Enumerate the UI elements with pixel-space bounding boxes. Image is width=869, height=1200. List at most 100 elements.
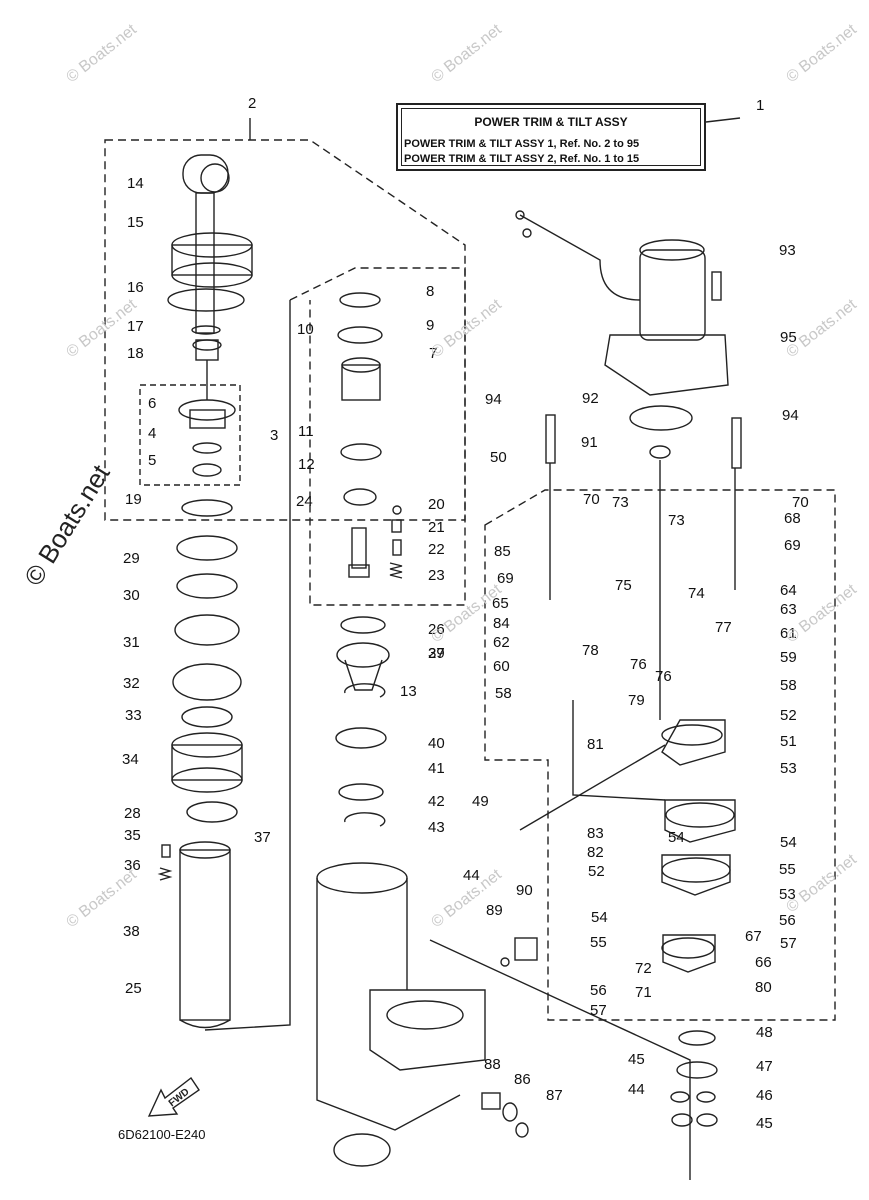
callout-37: 37 bbox=[254, 829, 271, 846]
callout-54: 54 bbox=[668, 829, 685, 846]
callout-81: 81 bbox=[587, 736, 604, 753]
callout-53: 53 bbox=[780, 760, 797, 777]
assembly-line-1: POWER TRIM & TILT ASSY 1, Ref. No. 2 to … bbox=[404, 138, 640, 150]
callout-41: 41 bbox=[428, 760, 445, 777]
callout-92: 92 bbox=[582, 390, 599, 407]
callout-82: 82 bbox=[587, 844, 604, 861]
group-2-boundary bbox=[104, 139, 466, 521]
callout-12: 12 bbox=[298, 456, 315, 473]
assembly-line-2: POWER TRIM & TILT ASSY 2, Ref. No. 1 to … bbox=[404, 153, 640, 165]
assembly-title: POWER TRIM & TILT ASSY bbox=[474, 115, 628, 129]
callout-17: 17 bbox=[127, 318, 144, 335]
callout-32: 32 bbox=[123, 675, 140, 692]
callout-2: 2 bbox=[248, 95, 256, 112]
assembly-title-box: POWER TRIM & TILT ASSY POWER TRIM & TILT… bbox=[396, 103, 706, 171]
callout-4: 4 bbox=[148, 425, 156, 442]
callout-25: 25 bbox=[125, 980, 142, 997]
callout-36: 36 bbox=[124, 857, 141, 874]
assembly-title-inner-frame bbox=[401, 108, 701, 166]
callout-89: 89 bbox=[486, 902, 503, 919]
callout-94: 94 bbox=[485, 391, 502, 408]
callout-84: 84 bbox=[493, 615, 510, 632]
callout-55: 55 bbox=[779, 861, 796, 878]
callout-73: 73 bbox=[668, 512, 685, 529]
callout-95: 95 bbox=[780, 329, 797, 346]
callout-90: 90 bbox=[516, 882, 533, 899]
callout-20: 20 bbox=[428, 496, 445, 513]
callout-79: 79 bbox=[628, 692, 645, 709]
callout-19: 19 bbox=[125, 491, 142, 508]
callout-38: 38 bbox=[123, 923, 140, 940]
callout-35: 35 bbox=[124, 827, 141, 844]
callout-85: 85 bbox=[494, 543, 511, 560]
callout-31: 31 bbox=[123, 634, 140, 651]
callout-67: 67 bbox=[745, 928, 762, 945]
callout-34: 34 bbox=[122, 751, 139, 768]
callout-69: 69 bbox=[497, 570, 514, 587]
callout-54: 54 bbox=[780, 834, 797, 851]
callout-49: 49 bbox=[472, 793, 489, 810]
callout-47: 47 bbox=[756, 1058, 773, 1075]
diagram-code: 6D62100-E240 bbox=[118, 1127, 206, 1142]
callout-8: 8 bbox=[426, 283, 434, 300]
callout-7: 7 bbox=[429, 345, 437, 362]
callout-74: 74 bbox=[688, 585, 705, 602]
callout-77: 77 bbox=[715, 619, 732, 636]
callout-16: 16 bbox=[127, 279, 144, 296]
callout-94: 94 bbox=[782, 407, 799, 424]
callout-29: 29 bbox=[123, 550, 140, 567]
callout-1: 1 bbox=[756, 97, 764, 114]
group-3-boundary bbox=[139, 384, 241, 486]
callout-54: 54 bbox=[591, 909, 608, 926]
callout-64: 64 bbox=[780, 582, 797, 599]
callout-66: 66 bbox=[755, 954, 772, 971]
callout-71: 71 bbox=[635, 984, 652, 1001]
callout-65: 65 bbox=[492, 595, 509, 612]
callout-56: 56 bbox=[779, 912, 796, 929]
callout-40: 40 bbox=[428, 735, 445, 752]
callout-93: 93 bbox=[779, 242, 796, 259]
callout-21: 21 bbox=[428, 519, 445, 536]
callout-76: 76 bbox=[655, 668, 672, 685]
callout-26: 26 bbox=[428, 621, 445, 638]
callout-15: 15 bbox=[127, 214, 144, 231]
callout-52: 52 bbox=[780, 707, 797, 724]
callout-9: 9 bbox=[426, 317, 434, 334]
callout-78: 78 bbox=[582, 642, 599, 659]
callout-23: 23 bbox=[428, 567, 445, 584]
callout-5: 5 bbox=[148, 452, 156, 469]
callout-63: 63 bbox=[780, 601, 797, 618]
callout-57: 57 bbox=[780, 935, 797, 952]
callout-11: 11 bbox=[298, 423, 314, 440]
callout-3: 3 bbox=[270, 427, 278, 444]
callout-14: 14 bbox=[127, 175, 144, 192]
callout-44: 44 bbox=[463, 867, 480, 884]
callout-76: 76 bbox=[630, 656, 647, 673]
callout-59: 59 bbox=[780, 649, 797, 666]
callout-88: 88 bbox=[484, 1056, 501, 1073]
callout-56: 56 bbox=[590, 982, 607, 999]
callout-51: 51 bbox=[780, 733, 797, 750]
callout-10: 10 bbox=[297, 321, 314, 338]
callout-43: 43 bbox=[428, 819, 445, 836]
callout-30: 30 bbox=[123, 587, 140, 604]
callout-58: 58 bbox=[780, 677, 797, 694]
callout-6: 6 bbox=[148, 395, 156, 412]
callout-50: 50 bbox=[490, 449, 507, 466]
callout-86: 86 bbox=[514, 1071, 531, 1088]
callout-75: 75 bbox=[615, 577, 632, 594]
callout-52: 52 bbox=[588, 863, 605, 880]
callout-68: 68 bbox=[784, 510, 801, 527]
callout-42: 42 bbox=[428, 793, 445, 810]
group-49-boundary bbox=[484, 489, 836, 1021]
callout-46: 46 bbox=[756, 1087, 773, 1104]
callout-45: 45 bbox=[756, 1115, 773, 1132]
callout-39: 39 bbox=[428, 645, 445, 662]
callout-70: 70 bbox=[583, 491, 600, 508]
callout-62: 62 bbox=[493, 634, 510, 651]
callout-72: 72 bbox=[635, 960, 652, 977]
callout-73: 73 bbox=[612, 494, 629, 511]
callout-13: 13 bbox=[400, 683, 417, 700]
